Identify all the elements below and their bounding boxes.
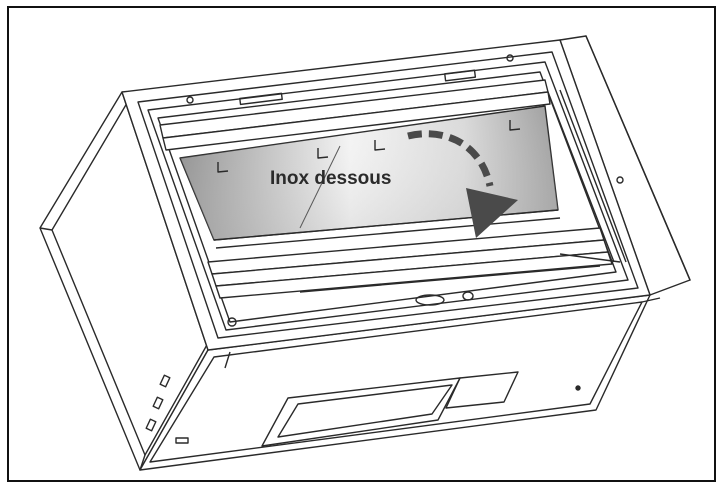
hook — [217, 162, 229, 173]
front-bottom-panel — [139, 294, 651, 471]
lower-clips — [227, 176, 624, 327]
hook — [374, 140, 386, 151]
hook — [317, 148, 329, 159]
inox-callout-label: Inox dessous — [270, 168, 392, 189]
curved-arrow-icon — [407, 130, 518, 238]
hook — [509, 120, 521, 131]
label-plate — [445, 371, 519, 409]
inox-panel — [179, 105, 561, 249]
bottom-cutout — [261, 377, 461, 447]
